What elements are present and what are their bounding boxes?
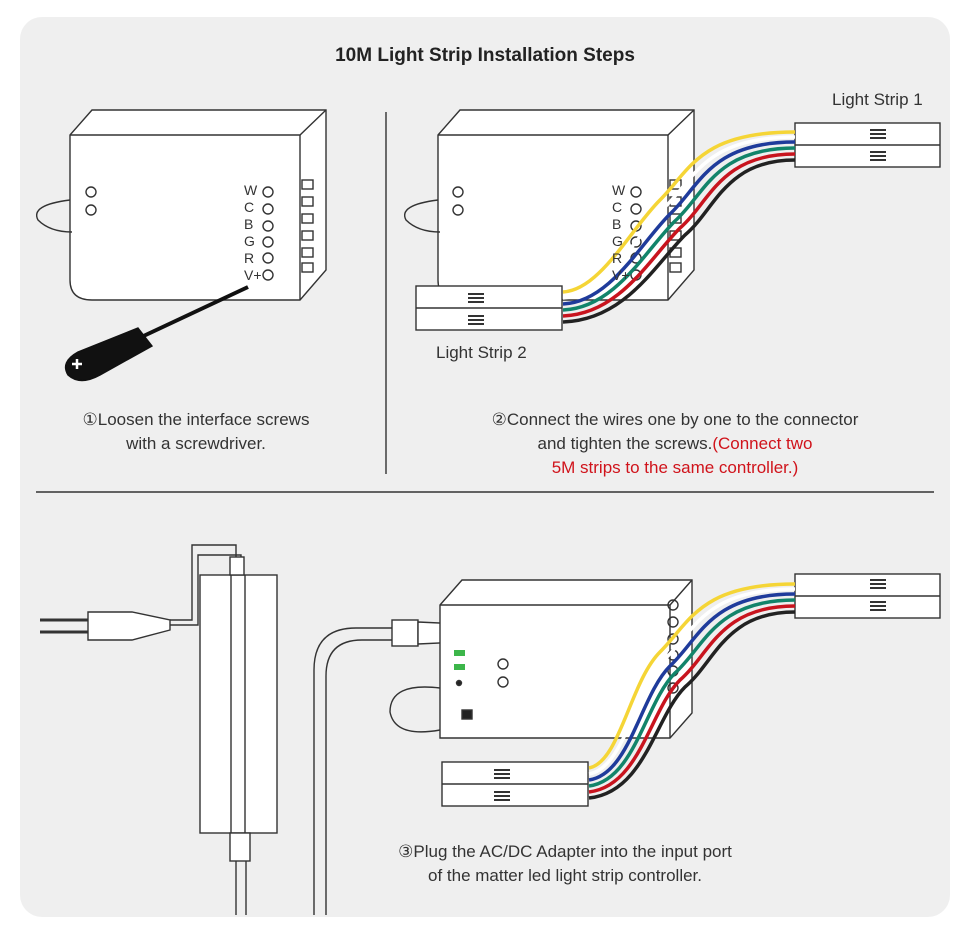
power-adapter <box>40 544 278 915</box>
light-strip-1-panel2 <box>794 122 941 168</box>
step2-line1: ②Connect the wires one by one to the con… <box>491 410 859 429</box>
terminal-label: W <box>244 182 258 198</box>
step2-line2a: and tighten the screws. <box>537 434 713 453</box>
terminal-label: R <box>612 250 623 266</box>
step1-line1: ①Loosen the interface screws <box>82 410 310 429</box>
terminal-label: B <box>244 216 254 232</box>
light-strip-2-panel3 <box>441 761 589 807</box>
controller-panel3 <box>389 579 693 739</box>
terminal-label: C <box>244 199 255 215</box>
light-strip-1-label: Light Strip 1 <box>832 90 923 109</box>
step1-caption: ①Loosen the interface screws with a scre… <box>40 408 352 456</box>
terminal-label: V+ <box>244 267 262 283</box>
controller-panel2 <box>404 109 695 301</box>
terminal-labels-panel1: W C B G R V+ <box>244 182 262 284</box>
step3-caption: ③Plug the AC/DC Adapter into the input p… <box>330 840 800 888</box>
diagram-title: 10M Light Strip Installation Steps <box>335 45 635 66</box>
terminal-label: V+ <box>612 267 630 283</box>
controller-panel1 <box>36 109 327 301</box>
step2-line2b: (Connect two <box>712 434 813 453</box>
terminal-label: G <box>612 233 623 249</box>
terminal-label: W <box>612 182 626 198</box>
step3-line1: ③Plug the AC/DC Adapter into the input p… <box>398 842 732 861</box>
wires-panel3 <box>588 582 796 800</box>
terminal-label: G <box>244 233 255 249</box>
terminal-label: C <box>612 199 623 215</box>
light-strip-1-panel3 <box>794 573 941 619</box>
step2-line3: 5M strips to the same controller.) <box>551 458 799 477</box>
light-strip-2-label: Light Strip 2 <box>436 343 527 362</box>
terminal-label: R <box>244 250 255 266</box>
screwdriver <box>64 285 249 382</box>
light-strip-2-panel2 <box>415 285 563 331</box>
step2-caption: ②Connect the wires one by one to the con… <box>410 408 940 480</box>
wires-panel2 <box>562 130 796 324</box>
step3-line2: of the matter led light strip controller… <box>427 866 703 885</box>
terminal-labels-panel2: W C B G R V+ <box>612 182 630 284</box>
step1-line2: with a screwdriver. <box>126 434 266 453</box>
terminal-label: B <box>612 216 622 232</box>
